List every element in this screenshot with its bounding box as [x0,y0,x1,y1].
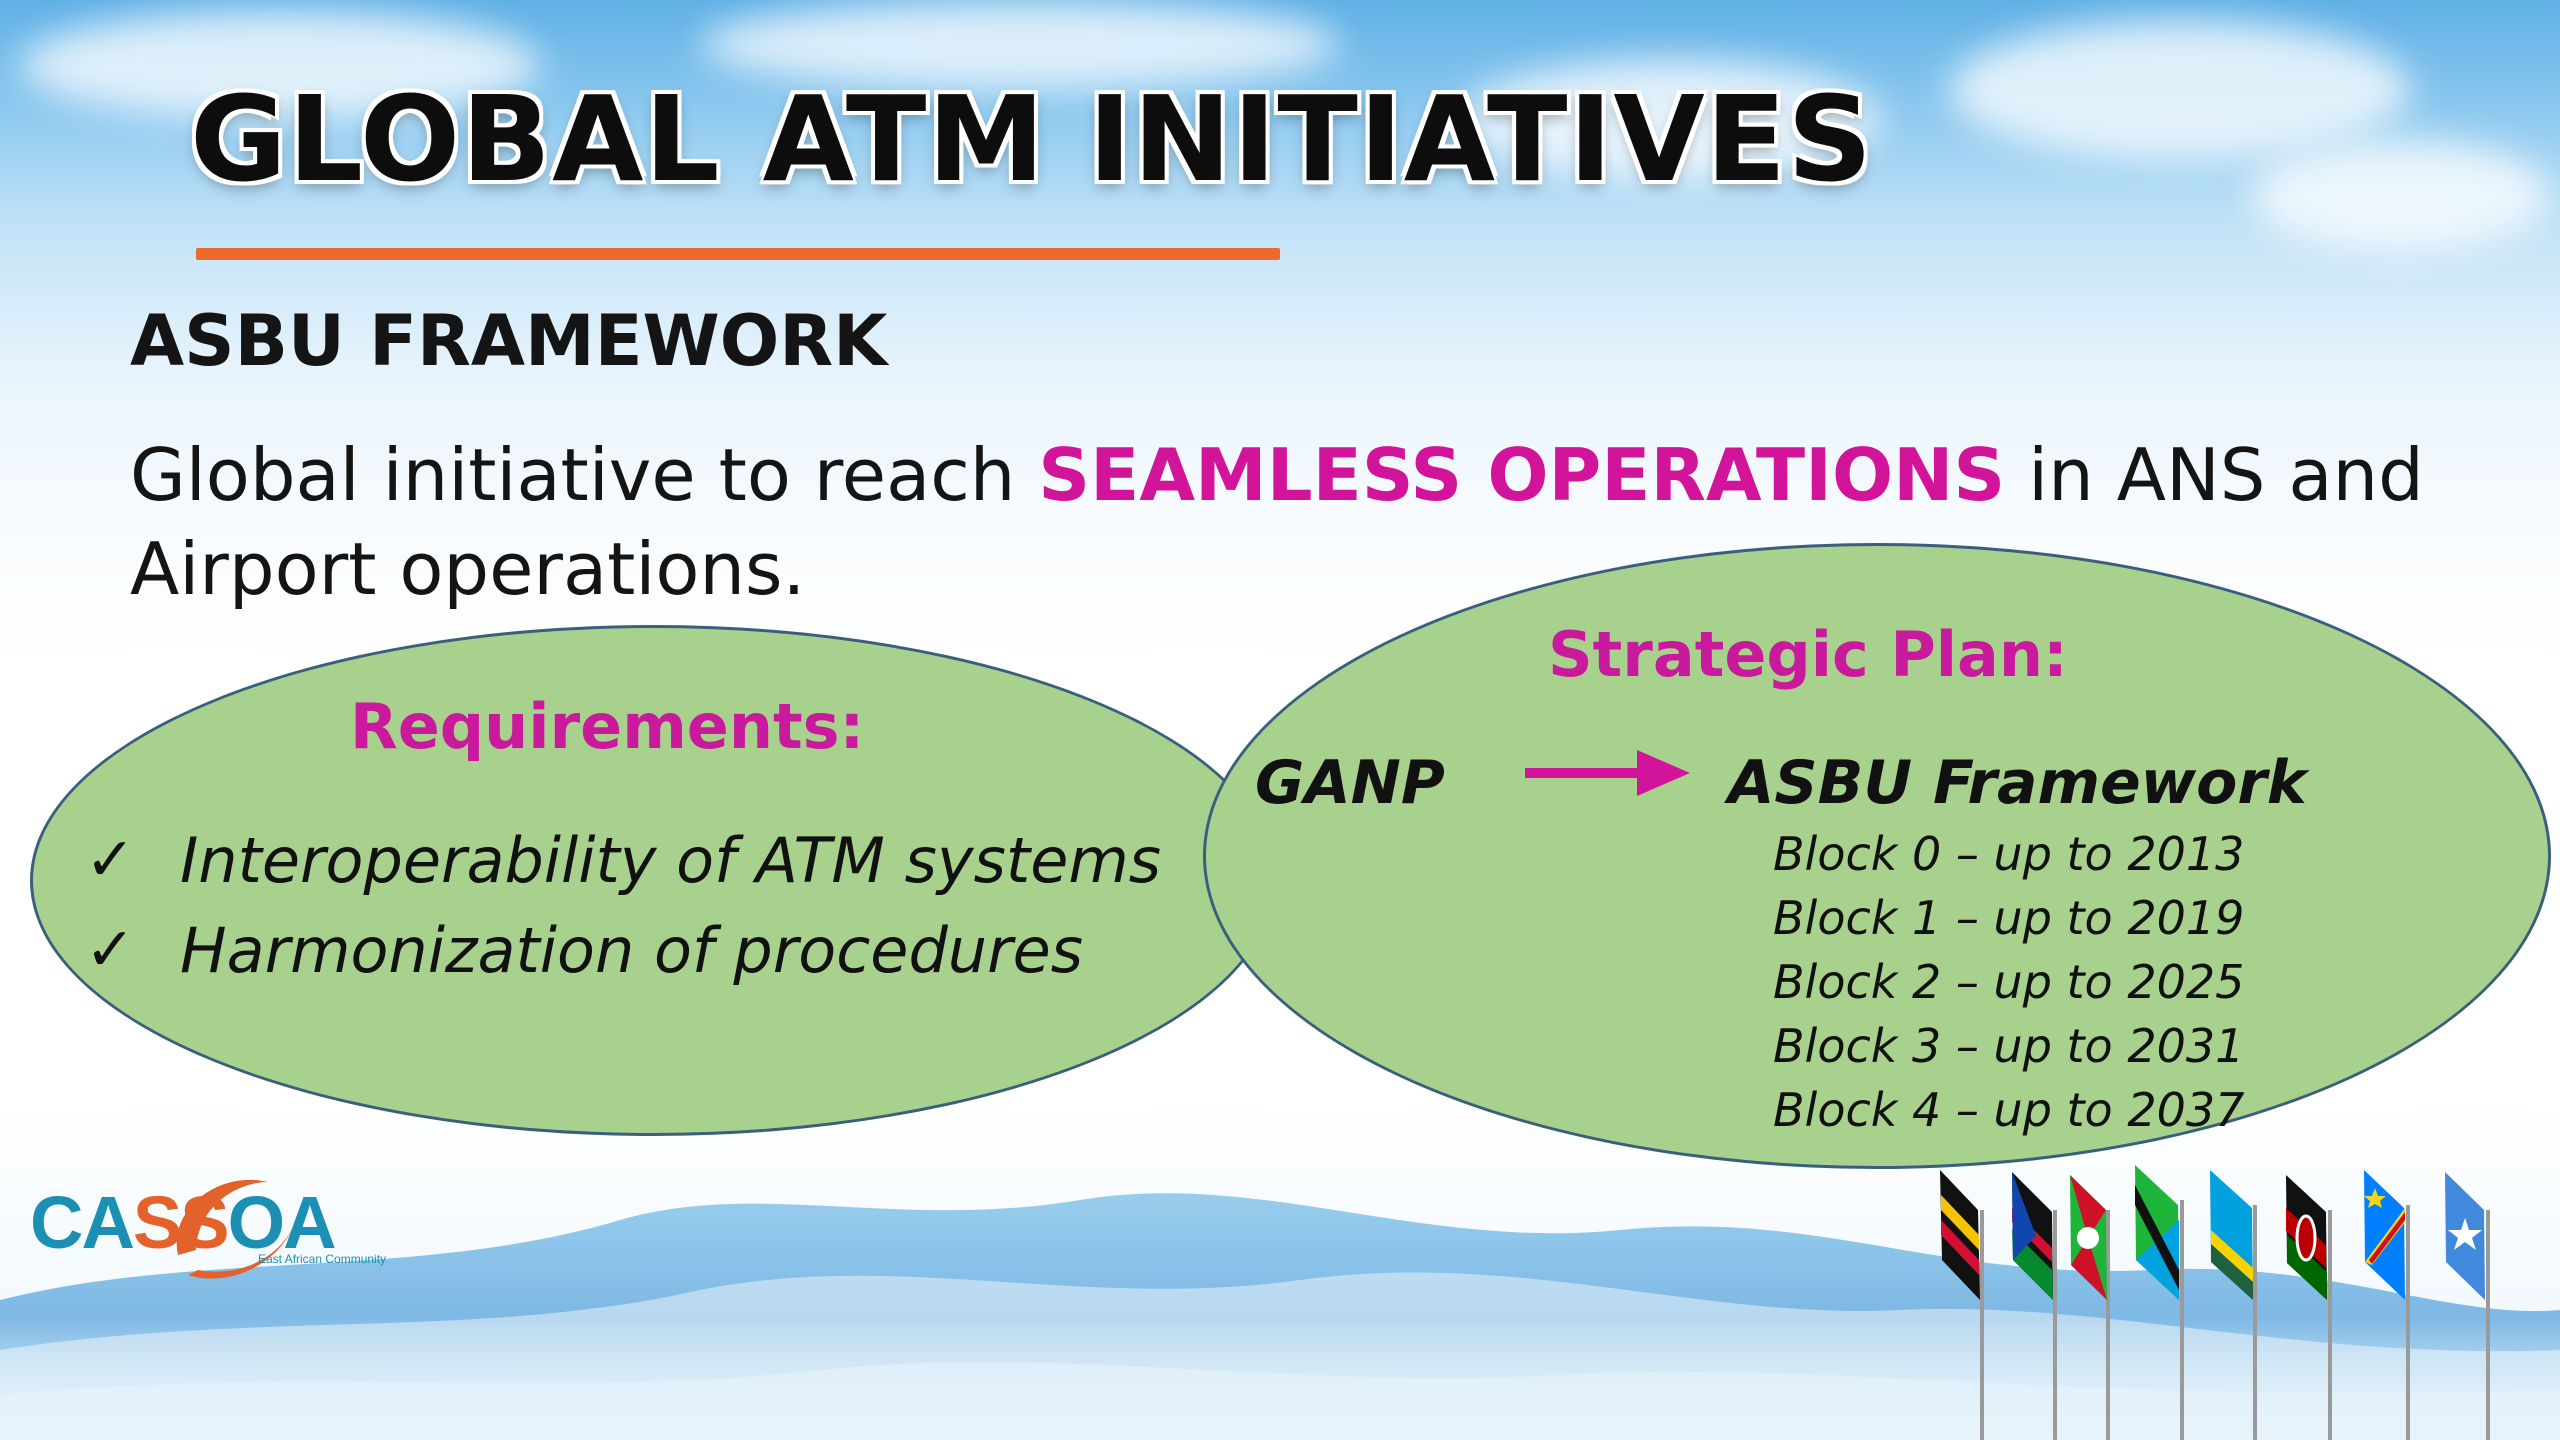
flag-uganda [1940,1170,1980,1300]
logo-tagline: East African Community [258,1252,387,1266]
logo-wordmark: CASSOA [30,1181,337,1264]
flag-south-sudan [2012,1172,2053,1300]
title-underline [196,248,1280,260]
flag-dr-congo [2364,1170,2405,1300]
intro-text-start: Global initiative to reach [130,433,1039,517]
strategic-plan-heading: Strategic Plan: [1548,618,2068,691]
logo-swoosh-icon [176,1179,298,1279]
requirements-list: ✓ Interoperability of ATM systems ✓ Harmon… [85,815,1161,995]
flag-pole [1980,1200,2490,1440]
sky-cloud [2250,140,2550,250]
sky-cloud [1460,60,1880,180]
flag-burundi [2070,1175,2107,1300]
ganp-label: GANP [1255,748,1445,818]
sky-cloud [700,0,1340,90]
list-item: Block 1 – up to 2019 [1773,891,2245,945]
list-item: Block 2 – up to 2025 [1773,955,2245,1009]
checkmark-icon: ✓ [85,825,136,895]
requirement-text: Harmonization of procedures [180,913,1084,987]
slide-title: GLOBAL ATM INITIATIVES [190,70,1874,208]
list-item: Block 4 – up to 2037 [1773,1083,2245,1137]
member-state-flags-decoration [1940,1165,2490,1440]
flag-kenya [2286,1175,2327,1300]
list-item: Block 0 – up to 2013 [1773,827,2245,881]
requirements-heading: Requirements: [350,690,865,763]
flag-somalia [2445,1172,2485,1300]
water-splash-decoration [0,1193,2560,1440]
list-item: ✓ Harmonization of procedures [85,905,1161,995]
flag-tanzania [2135,1165,2179,1300]
list-item: ✓ Interoperability of ATM systems [85,815,1161,905]
intro-highlight: SEAMLESS OPERATIONS [1038,433,2006,517]
asbu-framework-label: ASBU Framework [1728,748,2307,818]
flag-rwanda [2210,1170,2253,1300]
sky-cloud [20,10,540,120]
cassoa-logo: CASSOA East African Community [30,1160,390,1310]
intro-text-end: in ANS and Airport operations. [130,433,2424,611]
checkmark-icon: ✓ [85,915,136,985]
strategic-plan-ellipse [1203,543,2551,1169]
intro-text: Global initiative to reach SEAMLESS OPER… [130,428,2530,616]
list-item: Block 3 – up to 2031 [1773,1019,2245,1073]
sky-cloud [1950,20,2410,160]
asbu-block-list: Block 0 – up to 2013 Block 1 – up to 201… [1773,822,2244,1142]
right-arrow-icon [1525,750,1690,796]
slide-subtitle: ASBU FRAMEWORK [130,300,888,382]
requirement-text: Interoperability of ATM systems [180,823,1162,897]
